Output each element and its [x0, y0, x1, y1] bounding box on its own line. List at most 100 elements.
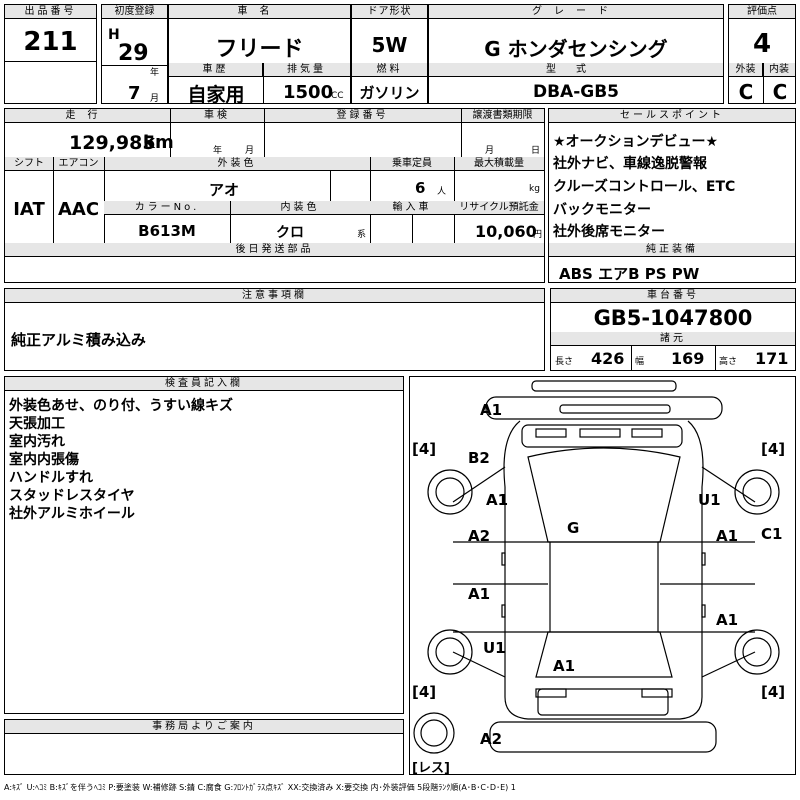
- later-parts-label: 後日発送部品: [5, 243, 544, 257]
- inspection-label: 車検: [170, 109, 264, 123]
- year-unit: 年: [150, 68, 160, 78]
- damage-diagram: A1 B2 A1 G U1 C1 A2 A1 A1 A1 U1 A1 A2 [4…: [409, 376, 796, 776]
- damage-mark-left-front: A1: [486, 491, 509, 509]
- width-label: 幅: [635, 357, 645, 367]
- interior-grade: C: [772, 80, 788, 104]
- km-unit: km: [143, 132, 174, 153]
- notes-label: 注意事項欄: [5, 289, 544, 303]
- kg-unit: kg: [529, 184, 540, 194]
- ac-label: エアコン: [53, 157, 104, 171]
- lot-box: 出品番号 211: [4, 4, 97, 104]
- load-label: 最大積載量: [454, 157, 544, 171]
- transfer-day-label: 日: [531, 146, 541, 156]
- damage-mark-rear-bumper: A2: [480, 730, 503, 748]
- inspector-item: 室内内張傷: [9, 452, 79, 468]
- width: 169: [671, 349, 705, 368]
- damage-mark-front-bumper: A1: [480, 401, 503, 419]
- damage-mark-right-rear-door: A1: [716, 611, 739, 629]
- inspection-month-unit: 月: [245, 146, 255, 156]
- capacity-label: 乗車定員: [370, 157, 454, 171]
- damage-mark-roof: G: [567, 519, 580, 537]
- person-unit: 人: [437, 187, 447, 197]
- sales-item: 社外ナビ、車線逸脱警報: [553, 156, 707, 172]
- exterior-label: 外装: [729, 63, 763, 77]
- tire-front-left: [4]: [412, 440, 437, 458]
- car-name-box: 車名 フリード 車歴 排気量 自家用 1500 CC: [168, 4, 351, 106]
- tire-rear-right: [4]: [761, 683, 786, 701]
- inspector-item: 室内汚れ: [9, 434, 65, 450]
- damage-mark-right-pillar: C1: [761, 525, 783, 543]
- grade: G ホンダセンシング: [484, 37, 668, 61]
- spare-tire: [レス]: [412, 761, 450, 776]
- score-label: 評価点: [729, 5, 795, 19]
- office-label: 事務局よりご案内: [5, 720, 403, 734]
- ac: AAC: [57, 199, 100, 220]
- registration-label: 初度登録: [102, 5, 167, 19]
- legend: A:ｷｽﾞ U:ﾍｺﾐ B:ｷｽﾞを伴うﾍｺﾐ P:要塗装 W:補修跡 S:錆 …: [4, 783, 516, 792]
- color-number: B613M: [138, 222, 196, 240]
- inspector-box: 検査員記入欄 外装色あせ、のり付、うすい線キズ 天張加工 室内汚れ 室内内張傷 …: [4, 376, 404, 714]
- chassis-label: 車台番号: [551, 289, 795, 303]
- length-label: 長さ: [555, 357, 574, 367]
- height: 171: [755, 349, 789, 368]
- lot-label: 出品番号: [5, 5, 96, 19]
- notes: 純正アルミ積み込み: [11, 331, 146, 349]
- tire-rear-left: [4]: [412, 683, 437, 701]
- inspector-label: 検査員記入欄: [5, 377, 403, 391]
- specs-label: 諸元: [551, 332, 795, 346]
- color-label: 外装色: [104, 157, 370, 171]
- office-box: 事務局よりご案内: [4, 719, 404, 775]
- tire-front-right: [4]: [761, 440, 786, 458]
- interior-label: 内装: [763, 63, 795, 77]
- month-unit: 月: [150, 94, 160, 104]
- shift: IAT: [13, 199, 45, 220]
- damage-mark-right-front-door: A1: [716, 527, 739, 545]
- sales-point-label: セールスポイント: [549, 109, 795, 123]
- registration-year: 29: [118, 41, 149, 66]
- sales-point-box: セールスポイント ★オークションデビュー★ 社外ナビ、車線逸脱警報 クルーズコン…: [548, 108, 796, 283]
- transfer-month-unit: 月: [485, 146, 495, 156]
- sales-item: ★オークションデビュー★: [553, 134, 719, 150]
- car-name-label: 車名: [169, 5, 350, 19]
- shift-label: シフト: [5, 157, 53, 171]
- sales-item: バックモニター: [553, 202, 651, 218]
- registration-box: 初度登録 H 29 年 7 月: [101, 4, 168, 104]
- sales-item: 社外後席モニター: [553, 224, 665, 240]
- import-label: 輸入車: [370, 201, 454, 215]
- grade-label: グレード: [429, 5, 723, 19]
- chassis-number: GB5-1047800: [593, 306, 753, 330]
- lot-number: 211: [23, 27, 78, 57]
- door-box: ドア形状 5W 燃料 ガソリン: [351, 4, 428, 104]
- displacement: 1500: [283, 82, 334, 103]
- damage-mark-left-quarter: U1: [483, 639, 506, 657]
- model-label: 型式: [429, 63, 723, 77]
- mileage-label: 走行: [5, 109, 170, 123]
- regno-label: 登録番号: [264, 109, 461, 123]
- model: DBA-GB5: [532, 82, 620, 102]
- vehicle-info-box: 走行 車検 登録番号 譲渡書類期限 129,985 km 年 月 月 kg 日 …: [4, 108, 545, 283]
- sales-item: クルーズコントロール、ETC: [553, 179, 736, 195]
- damage-mark-rear-glass: A1: [553, 657, 576, 675]
- capacity: 6: [415, 179, 426, 197]
- fuel: ガソリン: [359, 84, 420, 102]
- notes-box: 注意事項欄 純正アルミ積み込み: [4, 288, 545, 371]
- fuel-label: 燃料: [352, 63, 427, 77]
- displacement-label: 排気量: [263, 63, 350, 77]
- inspector-item: ハンドルすれ: [9, 470, 93, 486]
- inspector-item: 天張加工: [9, 416, 65, 432]
- recycle-label: リサイクル預託金: [454, 201, 544, 215]
- yen-unit: 円: [533, 230, 543, 240]
- registration-month: 7: [128, 83, 141, 104]
- inspection-year-unit: 年: [213, 146, 223, 156]
- car-outline: [413, 380, 780, 754]
- kei-unit: 系: [357, 230, 367, 240]
- cc-unit: CC: [331, 91, 344, 101]
- score: 4: [752, 29, 772, 59]
- damage-mark-left-rear-door: A1: [468, 585, 491, 603]
- car-name: フリード: [215, 37, 304, 62]
- inspector-item: スタッドレスタイヤ: [9, 488, 135, 504]
- damage-mark-left-front-door: A2: [468, 527, 491, 545]
- history: 自家用: [187, 84, 245, 106]
- height-label: 高さ: [719, 357, 738, 367]
- equipment-label: 純正装備: [549, 243, 795, 257]
